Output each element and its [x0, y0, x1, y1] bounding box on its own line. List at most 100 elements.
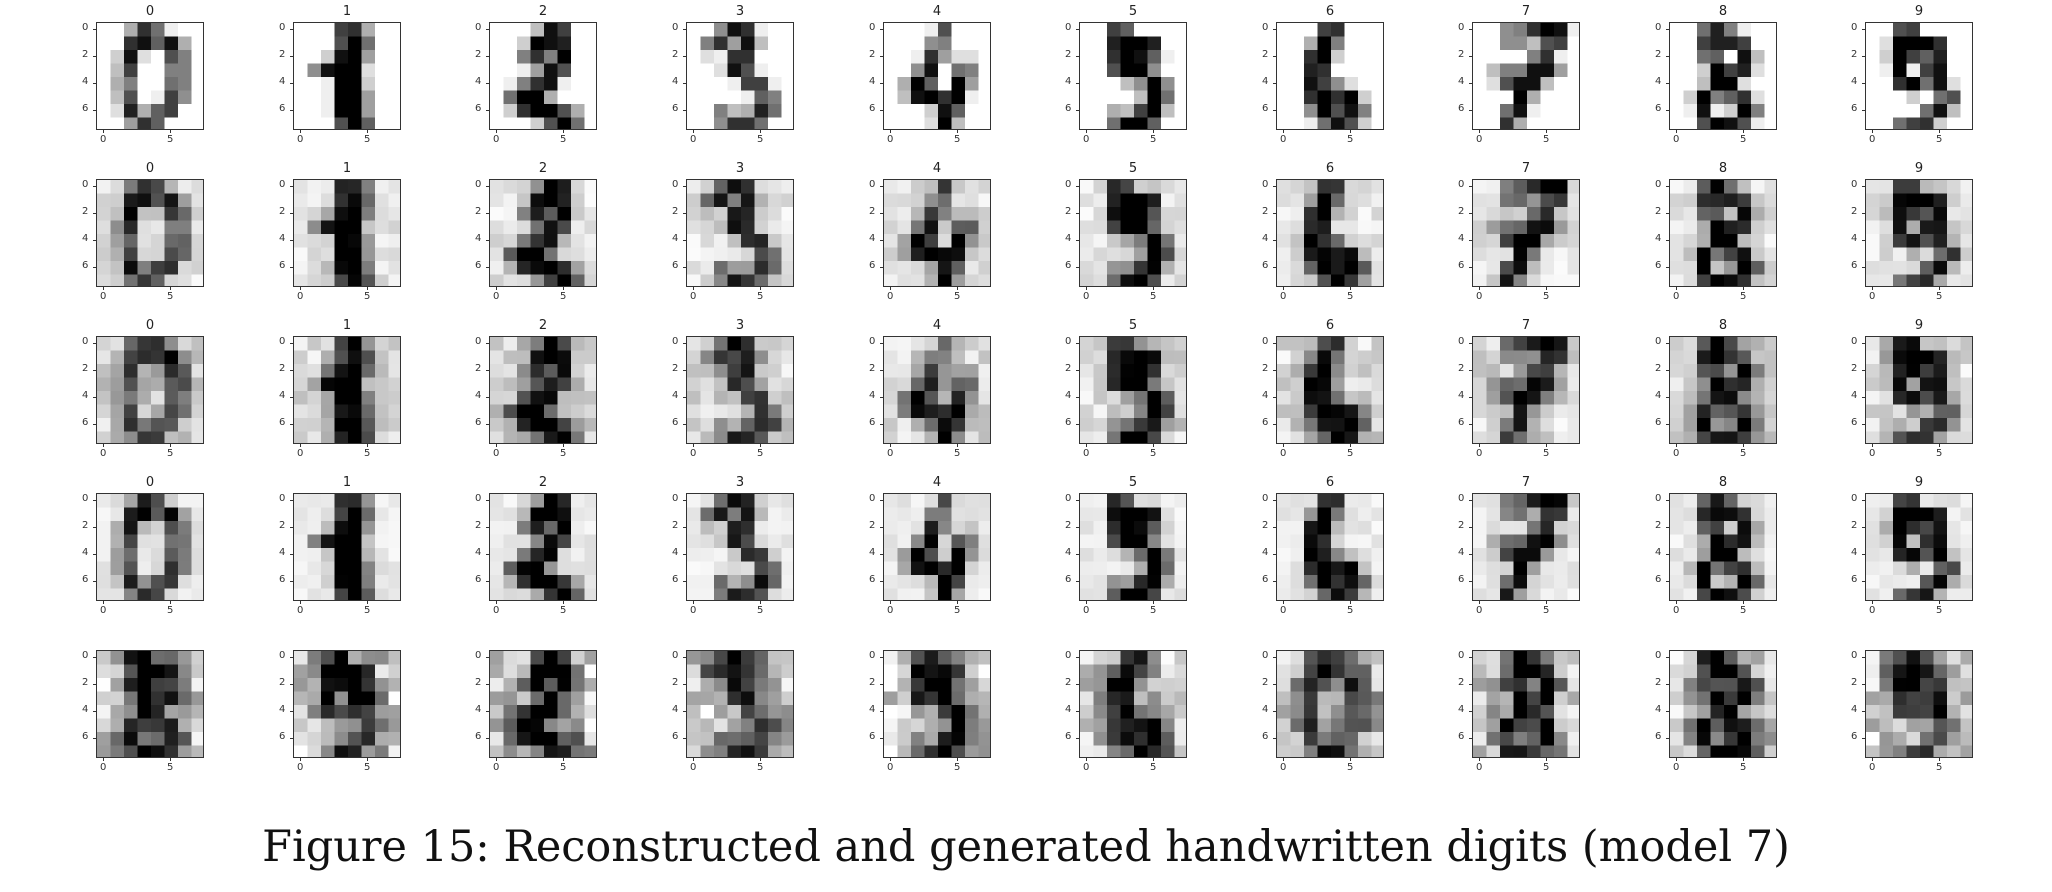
pixel-cell — [1724, 350, 1739, 365]
pixel-cell — [1358, 418, 1373, 433]
pixel-cell — [503, 337, 518, 352]
pixel-cell — [1893, 23, 1908, 38]
ytick-mark — [880, 581, 883, 582]
pixel-cell — [1751, 705, 1766, 720]
pixel-cell — [517, 247, 532, 262]
pixel-cell — [1567, 548, 1579, 563]
pixel-cell — [1866, 534, 1881, 549]
pixel-cell — [978, 431, 990, 443]
digit-heatmap — [1080, 23, 1186, 129]
pixel-cell — [1697, 337, 1712, 352]
pixel-cell — [178, 364, 193, 379]
pixel-cell — [1344, 50, 1359, 65]
pixel-cell — [1710, 745, 1725, 757]
ytick-label: 4 — [1458, 76, 1465, 87]
pixel-cell — [557, 104, 572, 119]
pixel-cell — [307, 207, 322, 222]
pixel-cell — [911, 548, 926, 563]
pixel-cell — [191, 261, 203, 276]
pixel-cell — [191, 207, 203, 222]
pixel-cell — [924, 364, 939, 379]
pixel-cell — [1866, 350, 1881, 365]
ytick-label: 6 — [1065, 103, 1072, 114]
pixel-cell — [1500, 274, 1515, 286]
pixel-cell — [714, 404, 729, 419]
pixel-cell — [1277, 548, 1292, 563]
ytick-mark — [486, 738, 489, 739]
pixel-cell — [1161, 90, 1176, 105]
pixel-cell — [1317, 117, 1332, 129]
xtick-label: 5 — [757, 605, 764, 616]
pixel-cell — [1304, 705, 1319, 720]
ytick-label: 6 — [1851, 417, 1858, 428]
pixel-cell — [1304, 117, 1319, 129]
pixel-cell — [768, 521, 783, 536]
xtick-label: 5 — [1150, 134, 1157, 145]
pixel-cell — [1540, 548, 1555, 563]
pixel-cell — [1920, 691, 1935, 706]
pixel-cell — [1174, 364, 1186, 379]
pixel-cell — [307, 664, 322, 679]
digit-heatmap — [97, 337, 203, 443]
pixel-cell — [137, 664, 152, 679]
pixel-cell — [503, 651, 518, 666]
pixel-cell — [1906, 705, 1921, 720]
pixel-cell — [687, 180, 702, 195]
pixel-cell — [1527, 63, 1542, 78]
pixel-cell — [557, 494, 572, 509]
pixel-cell — [544, 521, 559, 536]
pixel-cell — [1724, 90, 1739, 105]
xtick-mark — [1086, 601, 1087, 604]
pixel-cell — [1751, 534, 1766, 549]
xtick-label: 0 — [887, 762, 894, 773]
pixel-cell — [911, 732, 926, 747]
pixel-cell — [584, 364, 596, 379]
ytick-label: 6 — [869, 417, 876, 428]
pixel-cell — [1893, 651, 1908, 666]
pixel-cell — [1486, 364, 1501, 379]
pixel-cell — [517, 575, 532, 590]
pixel-cell — [897, 575, 912, 590]
digit-heatmap — [490, 180, 596, 286]
pixel-cell — [1161, 691, 1176, 706]
pixel-cell — [1764, 337, 1776, 352]
pixel-cell — [924, 193, 939, 208]
pixel-cell — [1683, 90, 1698, 105]
pixel-cell — [348, 50, 363, 65]
ytick-label: 0 — [279, 179, 286, 190]
pixel-cell — [1331, 745, 1346, 757]
ytick-mark — [1862, 56, 1865, 57]
pixel-cell — [1920, 651, 1935, 666]
pixel-cell — [1277, 220, 1292, 235]
pixel-cell — [1161, 391, 1176, 406]
pixel-cell — [151, 23, 166, 38]
pixel-cell — [490, 50, 505, 65]
pixel-cell — [164, 718, 179, 733]
pixel-cell — [1960, 548, 1972, 563]
pixel-cell — [951, 534, 966, 549]
pixel-cell — [1277, 104, 1292, 119]
pixel-cell — [727, 274, 742, 286]
pixel-cell — [700, 193, 715, 208]
pixel-cell — [1134, 63, 1149, 78]
pixel-cell — [741, 588, 756, 600]
xtick-mark — [300, 601, 301, 604]
pixel-cell — [1134, 261, 1149, 276]
pixel-cell — [1134, 50, 1149, 65]
pixel-cell — [687, 494, 702, 509]
pixel-cell — [1710, 575, 1725, 590]
pixel-cell — [1147, 104, 1162, 119]
pixel-cell — [1540, 507, 1555, 522]
pixel-cell — [503, 77, 518, 92]
pixel-cell — [110, 575, 125, 590]
ytick-mark — [1273, 581, 1276, 582]
subplot-title: 0 — [145, 475, 155, 490]
pixel-cell — [1093, 651, 1108, 666]
pixel-cell — [557, 404, 572, 419]
ytick-mark — [1273, 554, 1276, 555]
pixel-cell — [321, 23, 336, 38]
pixel-cell — [348, 391, 363, 406]
ytick-label: 0 — [1458, 650, 1465, 661]
pixel-cell — [1960, 391, 1972, 406]
